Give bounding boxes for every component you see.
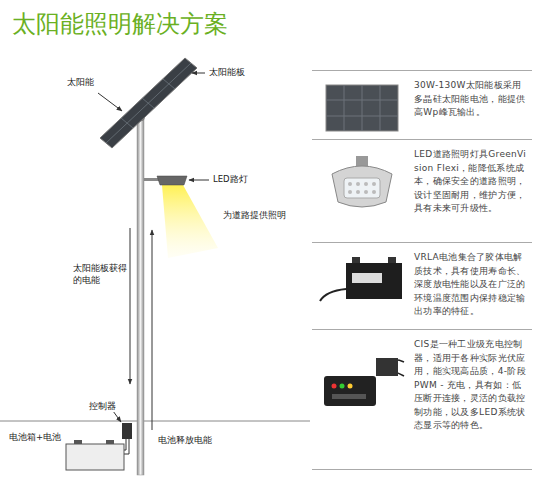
feature-band: CIS是一种工业级充电控制器，适用于各种实际光伏应用，能实现高品质，4-阶段PW… (312, 330, 532, 470)
feature-text: 30W-130W太阳能板采用多晶硅太阳能电池，能提供高Wp峰瓦输出。 (414, 79, 530, 120)
pole (137, 118, 144, 475)
product-image (316, 249, 408, 323)
solar-panel (100, 58, 197, 148)
feature-text: VRLA电池集合了胶体电解质技术，具有使用寿命长、深度放电性能以及在广泛的环境温… (414, 251, 530, 319)
part-label: 太阳能 (66, 76, 95, 88)
part-label: LED路灯 (212, 173, 249, 185)
title: 太阳能照明解决方案 (12, 8, 228, 40)
light-cone (162, 185, 218, 258)
part-label: 为道路提供照明 (222, 209, 287, 221)
product-image (316, 336, 408, 420)
part-label: 控制器 (88, 400, 117, 412)
controller-box (122, 423, 132, 439)
feature-text: LED道路照明灯具GreenVision Flexi，能降低系统成本，确保安全的… (414, 148, 530, 216)
part-label: 太阳能板 (208, 66, 246, 78)
leader-arrow (98, 93, 122, 111)
battery-box (66, 440, 124, 470)
leader-arrow (192, 73, 205, 74)
energy-up-arrow (152, 230, 153, 430)
product-image (316, 77, 408, 147)
leader-arrow (113, 411, 121, 422)
leader-arrow (189, 180, 209, 181)
part-label: 电池箱+电池 (8, 431, 62, 443)
ground-line (0, 421, 310, 422)
feature-text: CIS是一种工业级充电控制器，适用于各种实际光伏应用，能实现高品质，4-阶段PW… (414, 338, 530, 433)
led-lamp (144, 176, 187, 185)
part-label: 太阳能板获得的电能 (72, 262, 128, 286)
part-label: 电池释放电能 (157, 434, 213, 446)
feature-band: VRLA电池集合了胶体电解质技术，具有使用寿命长、深度放电性能以及在广泛的环境温… (312, 243, 532, 330)
energy-down-arrow (130, 228, 131, 384)
feature-band: 30W-130W太阳能板采用多晶硅太阳能电池，能提供高Wp峰瓦输出。 (312, 70, 532, 140)
feature-band: LED道路照明灯具GreenVision Flexi，能降低系统成本，确保安全的… (312, 140, 532, 243)
product-image (316, 146, 408, 230)
